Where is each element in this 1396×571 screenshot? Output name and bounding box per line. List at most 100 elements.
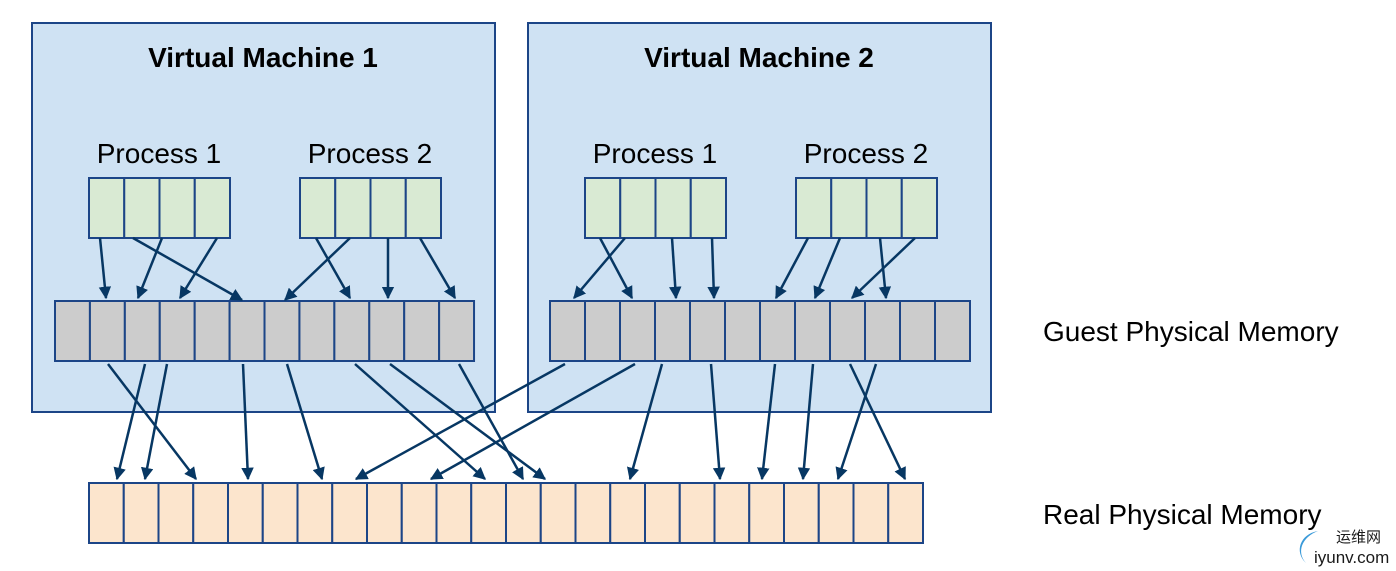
real-page-5 — [227, 482, 264, 544]
real-page-4 — [192, 482, 229, 544]
mapping-arrow-26 — [429, 362, 636, 481]
real-page-13 — [505, 482, 542, 544]
vm-2-guest-page-12 — [934, 300, 971, 362]
real-page-12 — [470, 482, 507, 544]
real-page-18 — [678, 482, 716, 544]
mapping-arrow-31 — [835, 363, 878, 481]
vm-1-process-2-pages — [299, 177, 442, 239]
vm-2-process-2-label: Process 2 — [804, 138, 929, 169]
mapping-arrow-13 — [774, 237, 810, 300]
mapping-arrow-28 — [709, 363, 726, 481]
mapping-arrow-5 — [314, 237, 352, 300]
real-page-14 — [539, 482, 577, 544]
real-page-20 — [748, 482, 785, 544]
mapping-arrow-11 — [669, 237, 682, 300]
mapping-arrow-29 — [757, 363, 777, 481]
vm-1-process-2-page-3 — [369, 177, 407, 239]
real-page-7 — [296, 482, 334, 544]
mapping-arrow-12 — [707, 237, 720, 300]
vm-1-process-1-page-1 — [88, 177, 126, 239]
vm-1-process-1-pages — [88, 177, 231, 239]
real-page-2 — [122, 482, 160, 544]
real-page-23 — [852, 482, 890, 544]
real-page-3 — [157, 482, 195, 544]
vm-2-guest-page-6 — [724, 300, 761, 362]
vm-2-guest-page-5 — [689, 300, 726, 362]
vm-2-guest-page-4 — [654, 300, 691, 362]
vm-1-guest-page-7 — [263, 300, 301, 362]
mapping-arrow-8 — [418, 237, 457, 300]
vm-1-guest-page-4 — [158, 300, 196, 362]
mapping-arrow-10 — [573, 237, 626, 299]
mapping-arrow-32 — [848, 363, 907, 481]
vm-1-guest-page-3 — [123, 300, 161, 362]
vm-2-process-1-pages — [584, 177, 727, 239]
vm-2-guest-page-2 — [584, 300, 621, 362]
real-page-10 — [400, 482, 438, 544]
real-page-1 — [88, 482, 125, 544]
mapping-arrow-24 — [457, 363, 525, 481]
vm-2-guest-page-1 — [549, 300, 586, 362]
mapping-arrow-20 — [241, 363, 254, 481]
real-page-19 — [713, 482, 751, 544]
vm-1-process-2-page-4 — [404, 177, 442, 239]
vm-1-guest-page-9 — [333, 300, 371, 362]
mapping-arrow-27 — [626, 363, 664, 481]
real-page-17 — [644, 482, 681, 544]
vm-1-process-1-page-3 — [158, 177, 196, 239]
vm-2-process-1-page-2 — [619, 177, 657, 239]
mapping-arrow-14 — [813, 237, 842, 300]
vm-1-process-2-page-2 — [334, 177, 372, 239]
vm-2-process-2-pages — [795, 177, 938, 239]
vm-2-guest-memory — [549, 300, 971, 362]
vm-1-guest-page-1 — [54, 300, 91, 362]
mapping-arrow-25 — [354, 362, 566, 481]
vm-2-process-1-page-1 — [584, 177, 622, 239]
real-page-24 — [887, 482, 924, 544]
vm-2: Virtual Machine 2 Process 1 Process 2 — [527, 22, 992, 413]
vm-2-guest-page-11 — [899, 300, 936, 362]
watermark-logo-icon — [1299, 531, 1318, 563]
real-page-9 — [366, 482, 403, 544]
guest-memory-label: Guest Physical Memory — [1043, 316, 1339, 347]
vm-1-guest-page-12 — [438, 300, 476, 362]
vm-1-guest-page-8 — [298, 300, 336, 362]
watermark-cn-text: 运维网 — [1336, 529, 1381, 546]
vm-1-guest-page-5 — [193, 300, 231, 362]
mapping-arrow-16 — [851, 237, 916, 299]
vm-2-guest-page-3 — [619, 300, 656, 362]
real-page-16 — [609, 482, 646, 544]
mapping-arrow-4 — [136, 237, 164, 300]
watermark: 运维网 iyunv.com — [1299, 529, 1389, 567]
vm-2-guest-page-8 — [794, 300, 831, 362]
vm-2-guest-page-7 — [759, 300, 796, 362]
real-page-21 — [783, 482, 820, 544]
vm-1-guest-page-10 — [368, 300, 406, 362]
vm-1-guest-memory — [54, 300, 476, 362]
vm-1-guest-page-11 — [403, 300, 441, 362]
mapping-arrow-21 — [285, 363, 325, 481]
vm-2-process-2-page-3 — [865, 177, 903, 239]
mapping-arrow-7 — [284, 237, 351, 301]
real-page-6 — [261, 482, 299, 544]
vm-1-guest-page-6 — [228, 300, 266, 362]
vm-1-process-2-page-1 — [299, 177, 337, 239]
real-page-11 — [435, 482, 473, 544]
vm-2-guest-page-9 — [829, 300, 866, 362]
real-page-8 — [331, 482, 368, 544]
vm-1-process-1-label: Process 1 — [97, 138, 222, 169]
real-page-22 — [817, 482, 855, 544]
mapping-arrow-30 — [797, 363, 815, 481]
vm-2-process-1-label: Process 1 — [593, 138, 718, 169]
mapping-arrow-9 — [598, 237, 634, 300]
vm-1-guest-page-2 — [88, 300, 126, 362]
vm-1-process-2-label: Process 2 — [308, 138, 433, 169]
vm-2-process-2-page-4 — [900, 177, 938, 239]
mapping-arrow-23 — [389, 362, 547, 481]
vm-1: Virtual Machine 1 Process 1 Process 2 — [31, 22, 496, 413]
real-memory-label: Real Physical Memory — [1043, 499, 1322, 530]
watermark-site-text: iyunv.com — [1314, 548, 1389, 567]
mapping-arrow-19 — [140, 363, 169, 481]
vm-2-process-1-page-3 — [654, 177, 692, 239]
